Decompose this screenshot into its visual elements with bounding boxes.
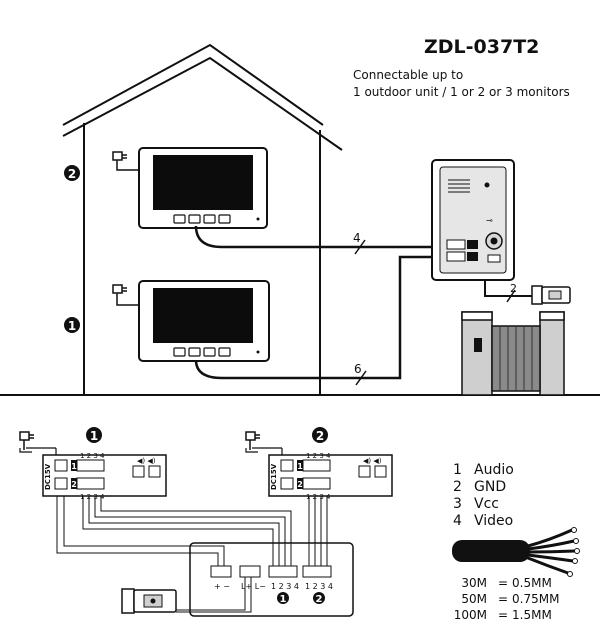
- spec-gauge: 1.5MM: [512, 608, 552, 622]
- gate-illustration: [461, 311, 565, 396]
- wiring-block-monitor-1: DC15V 1 2 1 2 3 4 1 2 3 4 ◀) ◀): [19, 431, 167, 501]
- upper-monitor: [112, 147, 268, 229]
- capacity-note-line1: Connectable up to: [353, 68, 463, 82]
- monitor-2-badge: [312, 427, 328, 443]
- pin-numbers: 1 2 3 4: [80, 452, 105, 460]
- lower-cable-count: 6: [354, 362, 362, 376]
- legend-num: 3: [453, 496, 462, 512]
- wire-legend: 1 Audio 2 GND 3 Vcc 4 Video: [453, 462, 514, 529]
- schematic-electric-lock-icon: [121, 588, 177, 614]
- monitor-1-badge: [86, 427, 102, 443]
- pin-numbers: 1 2 3 4: [306, 493, 331, 501]
- power-adapter-icon: [245, 431, 260, 450]
- lock-cable-count: 2: [510, 282, 517, 295]
- wiring-lines: [56, 496, 328, 613]
- pin-numbers: 1 2 3 4: [80, 493, 105, 501]
- legend-num: 2: [453, 479, 462, 495]
- lock-power-terminal-label: + −: [214, 582, 230, 591]
- power-adapter-icon: [112, 284, 139, 306]
- floor-2-badge: [64, 165, 80, 181]
- pin-numbers: 1 2 3 4: [271, 582, 299, 591]
- door-port-2-label: 2: [316, 594, 323, 605]
- spec-length: 50M: [461, 592, 487, 606]
- power-label: DC15V: [44, 463, 52, 490]
- cable-spec-table: 30M = 0.5MM 50M = 0.75MM 100M = 1.5MM: [454, 576, 560, 622]
- power-adapter-icon: [19, 431, 34, 450]
- cable-slash: [506, 289, 516, 303]
- spec-gauge: 0.5MM: [512, 576, 552, 590]
- capacity-note-line2: 1 outdoor unit / 1 or 2 or 3 monitors: [353, 85, 570, 99]
- cable-slash: [355, 370, 367, 386]
- port-2-label: 2: [71, 480, 77, 489]
- key-icon: ⊸: [486, 216, 493, 225]
- monitor-screen: [153, 288, 253, 343]
- floor-2-number: 2: [68, 167, 76, 181]
- spec-length: 30M: [461, 576, 487, 590]
- upper-cable-count: 4: [353, 231, 361, 245]
- legend-label: Video: [474, 513, 513, 529]
- door-port-1-label: 1: [280, 594, 287, 605]
- lower-monitor: [112, 280, 270, 362]
- lock-terminal-label: L+ L−: [241, 582, 266, 591]
- pin-numbers: 1 2 3 4: [306, 452, 331, 460]
- cable-slash: [354, 239, 366, 255]
- outdoor-door-station: ⊸: [431, 159, 515, 281]
- monitor-screen: [153, 155, 253, 210]
- lock-cable: [484, 280, 532, 297]
- speaker-grille: [448, 179, 470, 193]
- spec-gauge: 0.75MM: [512, 592, 559, 606]
- floor-1-number: 1: [68, 319, 76, 333]
- legend-label: Audio: [474, 462, 514, 478]
- monitor-1-number: 1: [90, 429, 98, 443]
- port-1-label: 1: [71, 462, 77, 471]
- monitor-buttons: [173, 347, 231, 357]
- door-station-terminal-box: + − L+ L− 1 2 3 4 1 2 3 4 1 2: [189, 542, 354, 617]
- monitor-cables: [194, 225, 440, 380]
- power-adapter-icon: [112, 151, 139, 171]
- floor-1-badge: [64, 317, 80, 333]
- legend-num: 4: [453, 513, 462, 529]
- spec-equals: =: [498, 592, 508, 606]
- power-label: DC15V: [270, 463, 278, 490]
- port-2-label: 2: [297, 480, 303, 489]
- legend-label: GND: [474, 479, 506, 495]
- pin-numbers: 1 2 3 4: [305, 582, 333, 591]
- spec-equals: =: [498, 576, 508, 590]
- monitor-buttons: [173, 214, 231, 224]
- model-title: ZDL-037T2: [424, 36, 539, 58]
- legend-label: Vcc: [474, 496, 499, 512]
- house-outline: [62, 43, 343, 395]
- electric-lock-icon: [531, 285, 571, 305]
- port-1-label: 1: [297, 462, 303, 471]
- cable-illustration: [452, 527, 580, 577]
- volume-icon: ◀) ◀): [137, 457, 156, 465]
- monitor-2-number: 2: [316, 429, 324, 443]
- spec-equals: =: [498, 608, 508, 622]
- legend-num: 1: [453, 462, 462, 478]
- spec-length: 100M: [454, 608, 487, 622]
- volume-icon: ◀) ◀): [363, 457, 382, 465]
- wiring-block-monitor-2: DC15V 1 2 1 2 3 4 1 2 3 4 ◀) ◀): [245, 431, 393, 501]
